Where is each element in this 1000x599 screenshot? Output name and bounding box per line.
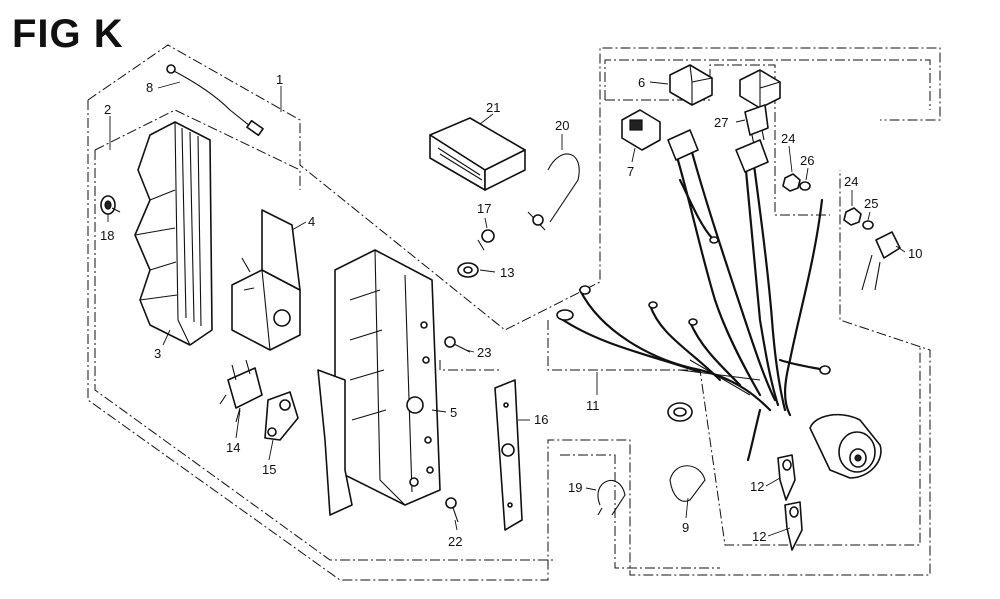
part-20-clamp [527, 153, 580, 231]
ignition-switch [809, 413, 882, 479]
part-10-terminal [861, 231, 901, 291]
part-6-relay [669, 64, 713, 106]
part-27-fuse [744, 104, 769, 146]
boundary-line [94, 109, 301, 190]
callout-23: 23 [477, 345, 491, 360]
part-4-bracket [231, 209, 301, 351]
callout-15: 15 [262, 462, 276, 477]
callout-1: 1 [276, 72, 283, 87]
boundary-line [560, 454, 720, 569]
part-16-gasket [494, 379, 523, 531]
callout-5: 5 [450, 405, 457, 420]
boundary-line [87, 44, 941, 331]
callout-24: 24 [781, 131, 795, 146]
part-24-nut [782, 173, 801, 192]
callout-3: 3 [154, 346, 161, 361]
part-15-breaker [264, 391, 299, 441]
callout-21: 21 [486, 100, 500, 115]
figure-title: FIG K [12, 12, 124, 56]
part-25-washer [862, 220, 874, 230]
boundary-line [547, 320, 921, 546]
callout-12-second: 12 [752, 529, 766, 544]
part-26-washer [799, 181, 811, 191]
part-7-connector [621, 109, 661, 151]
callout-27: 27 [714, 115, 728, 130]
callout-8: 8 [146, 80, 153, 95]
callout-20: 20 [555, 118, 569, 133]
assembly-boundaries [87, 44, 941, 581]
callout-12: 12 [750, 479, 764, 494]
callout-9: 9 [682, 520, 689, 535]
callout-7: 7 [627, 164, 634, 179]
part-18-screw [100, 195, 121, 215]
callout-13: 13 [500, 265, 514, 280]
part-22-screw [445, 497, 459, 523]
part-17-bolt [477, 229, 495, 251]
callout-labels: 1 2 3 4 5 6 7 8 9 10 11 12 12 13 14 15 1… [100, 72, 922, 549]
callout-14: 14 [226, 440, 240, 455]
part-14-switch [219, 359, 263, 423]
part-9-band [669, 465, 706, 502]
callout-11: 11 [586, 398, 600, 413]
callout-18: 18 [100, 228, 114, 243]
callout-2: 2 [104, 102, 111, 117]
callout-17: 17 [477, 201, 491, 216]
callout-16: 16 [534, 412, 548, 427]
callout-6: 6 [638, 75, 645, 90]
part-21-module [429, 117, 526, 191]
leader-lines [107, 81, 906, 537]
part-12-key-b [784, 501, 803, 551]
grommet [667, 402, 693, 422]
part-6-cover [739, 69, 781, 109]
part-11-wire-harness [556, 129, 831, 462]
part-12-key [777, 454, 796, 501]
boundary-line [87, 100, 931, 581]
callout-4: 4 [308, 214, 315, 229]
boundary-line [94, 150, 555, 561]
boundary-line [605, 64, 830, 216]
callout-22: 22 [448, 534, 462, 549]
part-5-control-panel [317, 249, 441, 516]
callout-25: 25 [864, 196, 878, 211]
part-24-nut-b [843, 207, 862, 226]
boundary-line [439, 360, 500, 371]
callout-26: 26 [800, 153, 814, 168]
part-19-clip [597, 479, 626, 516]
part-2-panel-cover [134, 121, 213, 346]
callout-24-second: 24 [844, 174, 858, 189]
part-13-clamp [457, 262, 479, 278]
callout-19: 19 [568, 480, 582, 495]
callout-10: 10 [908, 246, 922, 261]
part-8-wire-rod [166, 64, 264, 137]
boundary-line [604, 59, 931, 110]
